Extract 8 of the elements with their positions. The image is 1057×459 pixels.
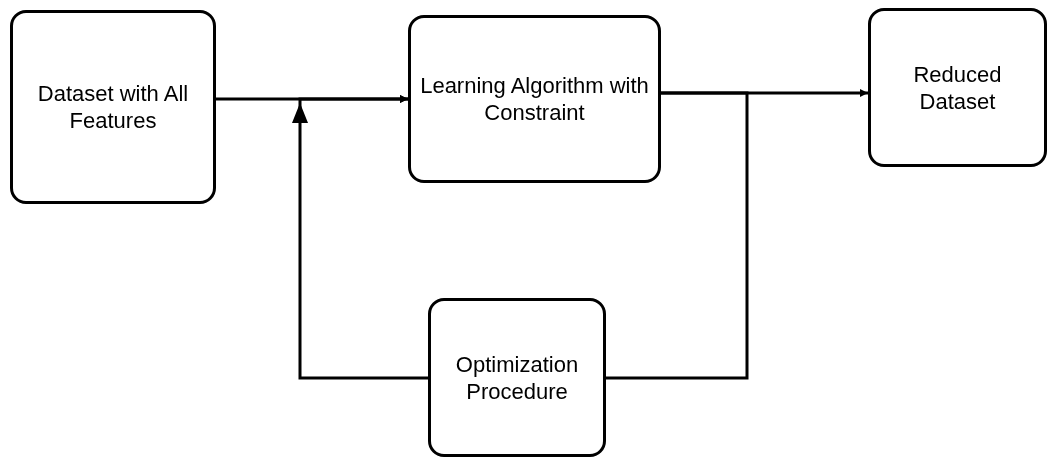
process-box (10, 10, 216, 204)
process-box (428, 298, 606, 457)
process-box (868, 8, 1047, 167)
process-box (408, 15, 661, 183)
box-label: Dataset with All Features (36, 80, 190, 134)
box-label: Learning Algorithm with Constraint (419, 72, 650, 126)
box-label: Optimization Procedure (454, 350, 580, 405)
box-label: Reduced Dataset (912, 60, 1003, 115)
